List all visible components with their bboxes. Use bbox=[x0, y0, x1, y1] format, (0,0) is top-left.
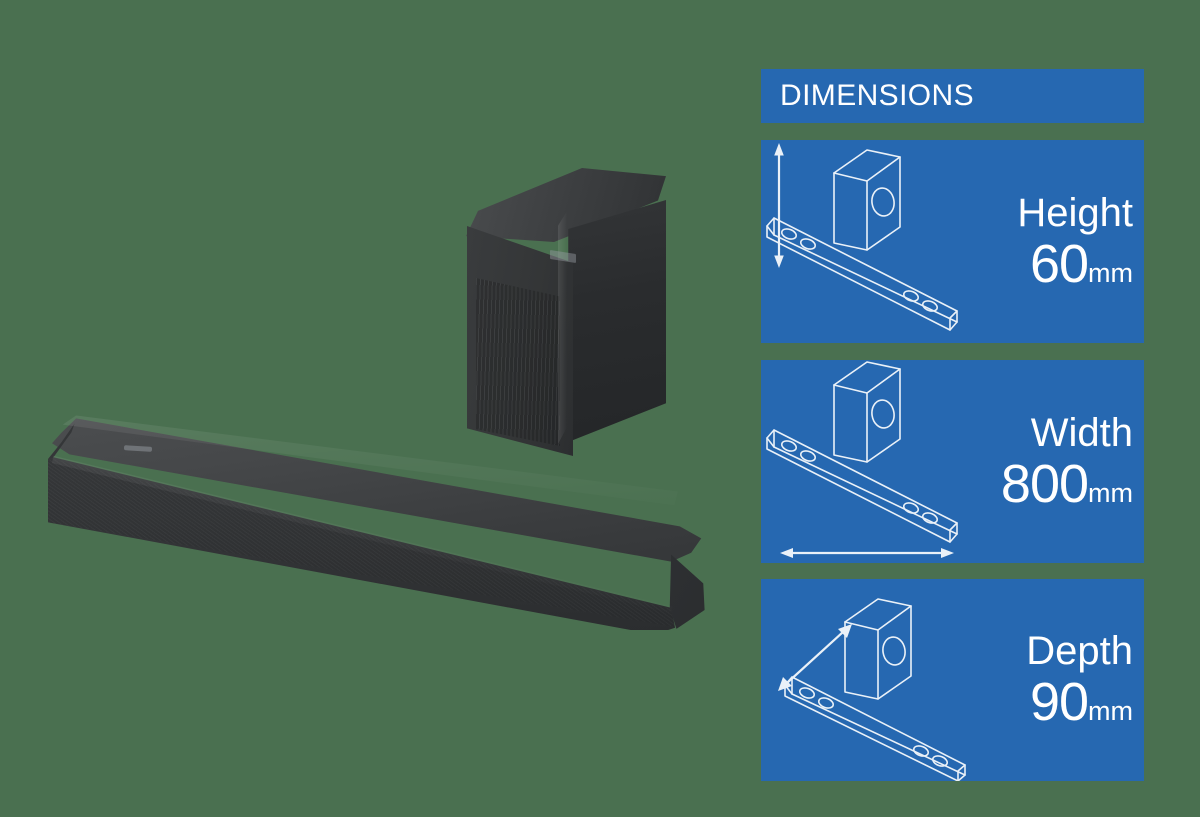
height-text-block: Height 60mm bbox=[976, 193, 1144, 291]
vertical-double-arrow-icon bbox=[774, 143, 784, 268]
dimensions-header: DIMENSIONS bbox=[761, 69, 1144, 123]
width-label: Width bbox=[1030, 410, 1133, 455]
soundbar-line-icon bbox=[766, 217, 958, 331]
dimension-card-height: Height 60mm bbox=[761, 140, 1144, 343]
height-value: 60 bbox=[1029, 233, 1089, 294]
depth-text-block: Depth 90mm bbox=[976, 631, 1144, 729]
dimensions-title: DIMENSIONS bbox=[780, 79, 975, 112]
height-illustration bbox=[761, 140, 976, 343]
width-illustration bbox=[761, 360, 976, 563]
width-text-block: Width 800mm bbox=[976, 413, 1144, 511]
subwoofer-line-icon bbox=[833, 361, 901, 463]
depth-illustration bbox=[761, 579, 976, 781]
product-photo-area bbox=[48, 168, 718, 630]
height-unit: mm bbox=[1088, 257, 1133, 288]
width-value: 800 bbox=[1000, 453, 1089, 514]
subwoofer-grille bbox=[476, 278, 560, 446]
subwoofer-side-face bbox=[568, 200, 666, 442]
subwoofer-line-icon bbox=[833, 149, 901, 251]
depth-label: Depth bbox=[1026, 629, 1133, 673]
depth-value-row: 90mm bbox=[976, 675, 1133, 729]
depth-unit: mm bbox=[1088, 696, 1133, 726]
horizontal-double-arrow-icon bbox=[780, 548, 954, 558]
dimension-card-width: Width 800mm bbox=[761, 360, 1144, 563]
width-value-row: 800mm bbox=[976, 457, 1133, 511]
dimension-card-depth: Depth 90mm bbox=[761, 579, 1144, 781]
soundbar-line-icon bbox=[784, 676, 966, 781]
depth-value: 90 bbox=[1029, 672, 1089, 732]
subwoofer-front-face bbox=[467, 226, 573, 456]
soundbar-line-icon bbox=[766, 429, 958, 543]
height-label: Height bbox=[1017, 190, 1133, 235]
soundbar-product-render bbox=[48, 408, 718, 630]
width-unit: mm bbox=[1088, 477, 1133, 508]
subwoofer-line-icon bbox=[844, 598, 912, 700]
height-value-row: 60mm bbox=[976, 237, 1133, 291]
dimensions-panel: DIMENSIONS bbox=[761, 69, 1144, 781]
subwoofer-product-render bbox=[466, 168, 666, 458]
subwoofer-edge-highlight bbox=[558, 211, 567, 444]
